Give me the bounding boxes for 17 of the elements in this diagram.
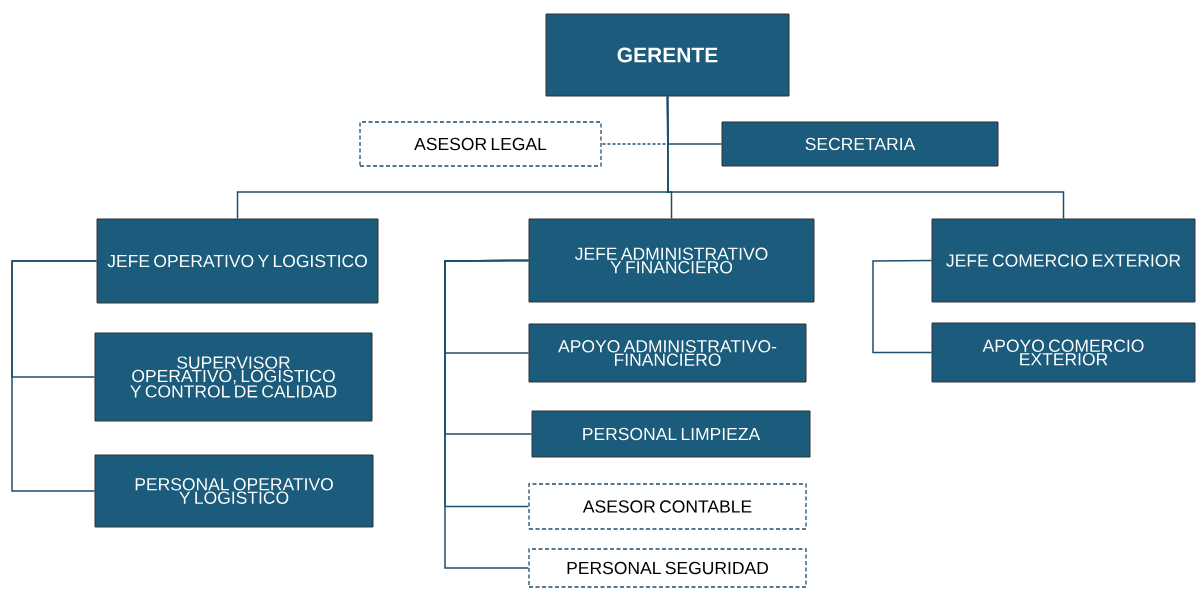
connector-line — [11, 260, 98, 492]
org-box: APOYO ADMINISTRATIVO-FINANCIERO — [528, 323, 807, 383]
connector-line — [872, 259, 933, 354]
dashed-box: ASESOR LEGAL — [359, 121, 602, 167]
org-box: JEFE ADMINISTRATIVO Y FINANCIERO — [528, 218, 815, 303]
org-box: GERENTE — [545, 13, 790, 97]
org-box: PERSONAL LIMPIEZA — [531, 410, 811, 458]
org-box: PERSONAL OPERATIVO Y LOGISTICO — [94, 454, 374, 528]
org-box: JEFE COMERCIO EXTERIOR — [931, 218, 1196, 303]
org-box: SUPERVISOR OPERATIVO, LOGISTICO Y CONTROL DE CALIDAD — [94, 332, 373, 422]
connector-line — [444, 259, 530, 569]
org-box: APOYO COMERCIO EXTERIOR — [931, 322, 1196, 383]
dashed-box: PERSONAL SEGURIDAD — [528, 548, 807, 588]
dashed-box: ASESOR CONTABLE — [528, 483, 807, 530]
org-box: JEFE OPERATIVO Y LOGISTICO — [96, 218, 379, 304]
connector-line — [666, 95, 1065, 220]
org-box: SECRETARIA — [721, 121, 999, 167]
